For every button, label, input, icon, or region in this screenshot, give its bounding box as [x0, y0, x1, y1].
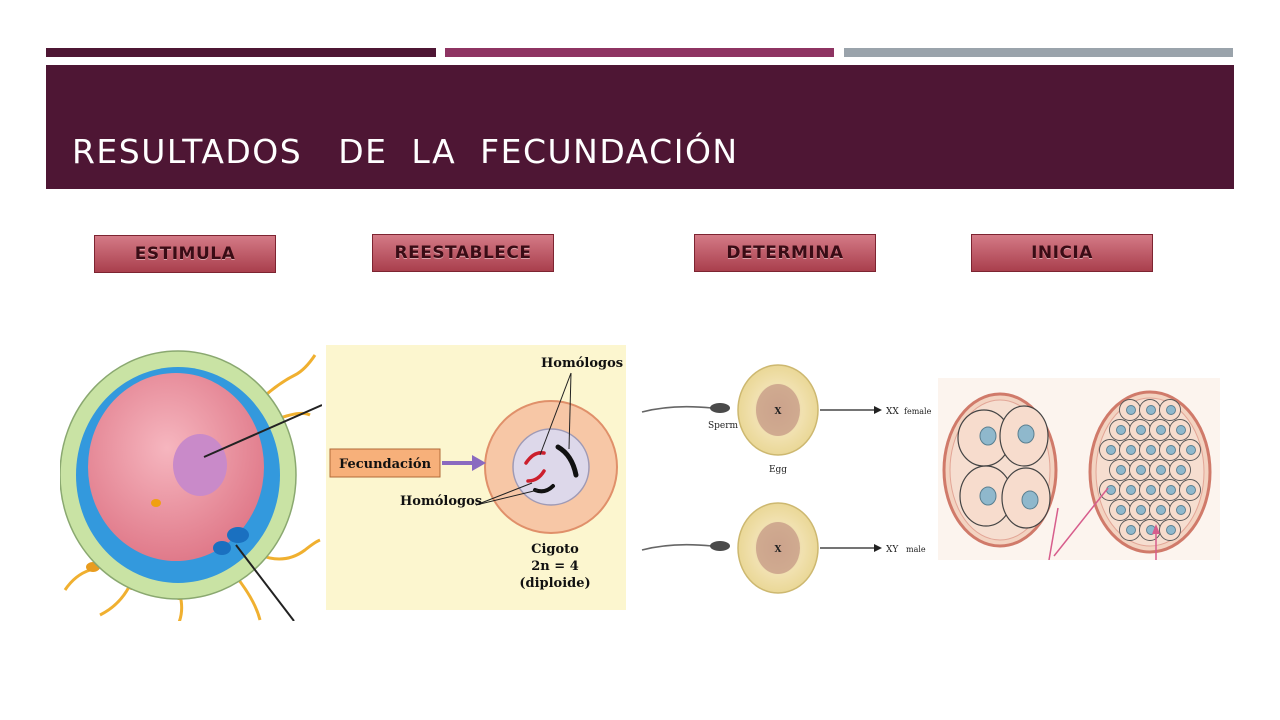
result-xx: XX — [886, 407, 899, 417]
label-reestablece: REESTABLECE — [372, 234, 554, 272]
cell-nucleus — [1126, 525, 1136, 535]
cell-nucleus — [1156, 425, 1166, 435]
cell-nucleus — [1116, 465, 1126, 475]
cell-nucleus — [1126, 445, 1136, 455]
cell-nucleus — [1166, 405, 1176, 415]
cell-nucleus — [1186, 445, 1196, 455]
label-inicia: INICIA — [971, 234, 1153, 272]
cell-nucleus — [1176, 505, 1186, 515]
cell-nucleus — [1116, 425, 1126, 435]
cell-nucleus — [1136, 505, 1146, 515]
female-label: female — [904, 407, 932, 416]
slide-title: RESULTADOS DE LA FECUNDACIÓN — [72, 132, 739, 171]
cell-nucleus — [1156, 505, 1166, 515]
cell-nucleus — [1136, 425, 1146, 435]
cell-nucleus — [1106, 445, 1116, 455]
label-estimula: ESTIMULA — [94, 235, 276, 273]
cell-nucleus — [1116, 505, 1126, 515]
cigoto-label: Cigoto — [531, 542, 579, 557]
egg-fertilization-illustration — [60, 350, 322, 621]
egg-bottom-x: X — [775, 545, 782, 555]
formula-label: 2n = 4 — [531, 559, 579, 574]
male-label: male — [906, 545, 926, 554]
result-xy: XY — [886, 545, 899, 555]
cell-nucleus — [1106, 485, 1116, 495]
cell-nucleus — [1176, 465, 1186, 475]
accent-bar-dark — [46, 48, 436, 57]
fecundacion-label: Fecundación — [339, 457, 432, 472]
diploide-label: (diploide) — [519, 576, 590, 591]
zygote-diagram: Homólogos Fecundación Homólogos Cigoto 2… — [326, 345, 626, 610]
cell-nucleus — [1156, 465, 1166, 475]
accent-bar-gray — [844, 48, 1233, 57]
accent-bar-mid — [445, 48, 834, 57]
title-band: RESULTADOS DE LA FECUNDACIÓN — [46, 65, 1234, 189]
cell-division-illustration — [938, 378, 1220, 560]
cell-nucleus — [1126, 405, 1136, 415]
cell-nucleus — [1166, 485, 1176, 495]
homologos-top-label: Homólogos — [541, 356, 623, 371]
egg-top-x: X — [775, 407, 782, 417]
sperm-label: Sperm — [708, 421, 739, 431]
cell-nucleus — [1166, 525, 1176, 535]
homologos-bottom-label: Homólogos — [400, 494, 482, 509]
label-determina: DETERMINA — [694, 234, 876, 272]
cell-nucleus — [1146, 485, 1156, 495]
cell-nucleus — [1176, 425, 1186, 435]
cell-nucleus — [1136, 465, 1146, 475]
cell-nucleus — [1146, 405, 1156, 415]
cell-nucleus — [1166, 445, 1176, 455]
cell-nucleus — [1126, 485, 1136, 495]
egg-label: Egg — [769, 465, 787, 475]
cell-nucleus — [1186, 485, 1196, 495]
sex-determination-diagram: X Sperm Egg XX female X XY male — [641, 364, 932, 594]
cell-nucleus — [1146, 445, 1156, 455]
